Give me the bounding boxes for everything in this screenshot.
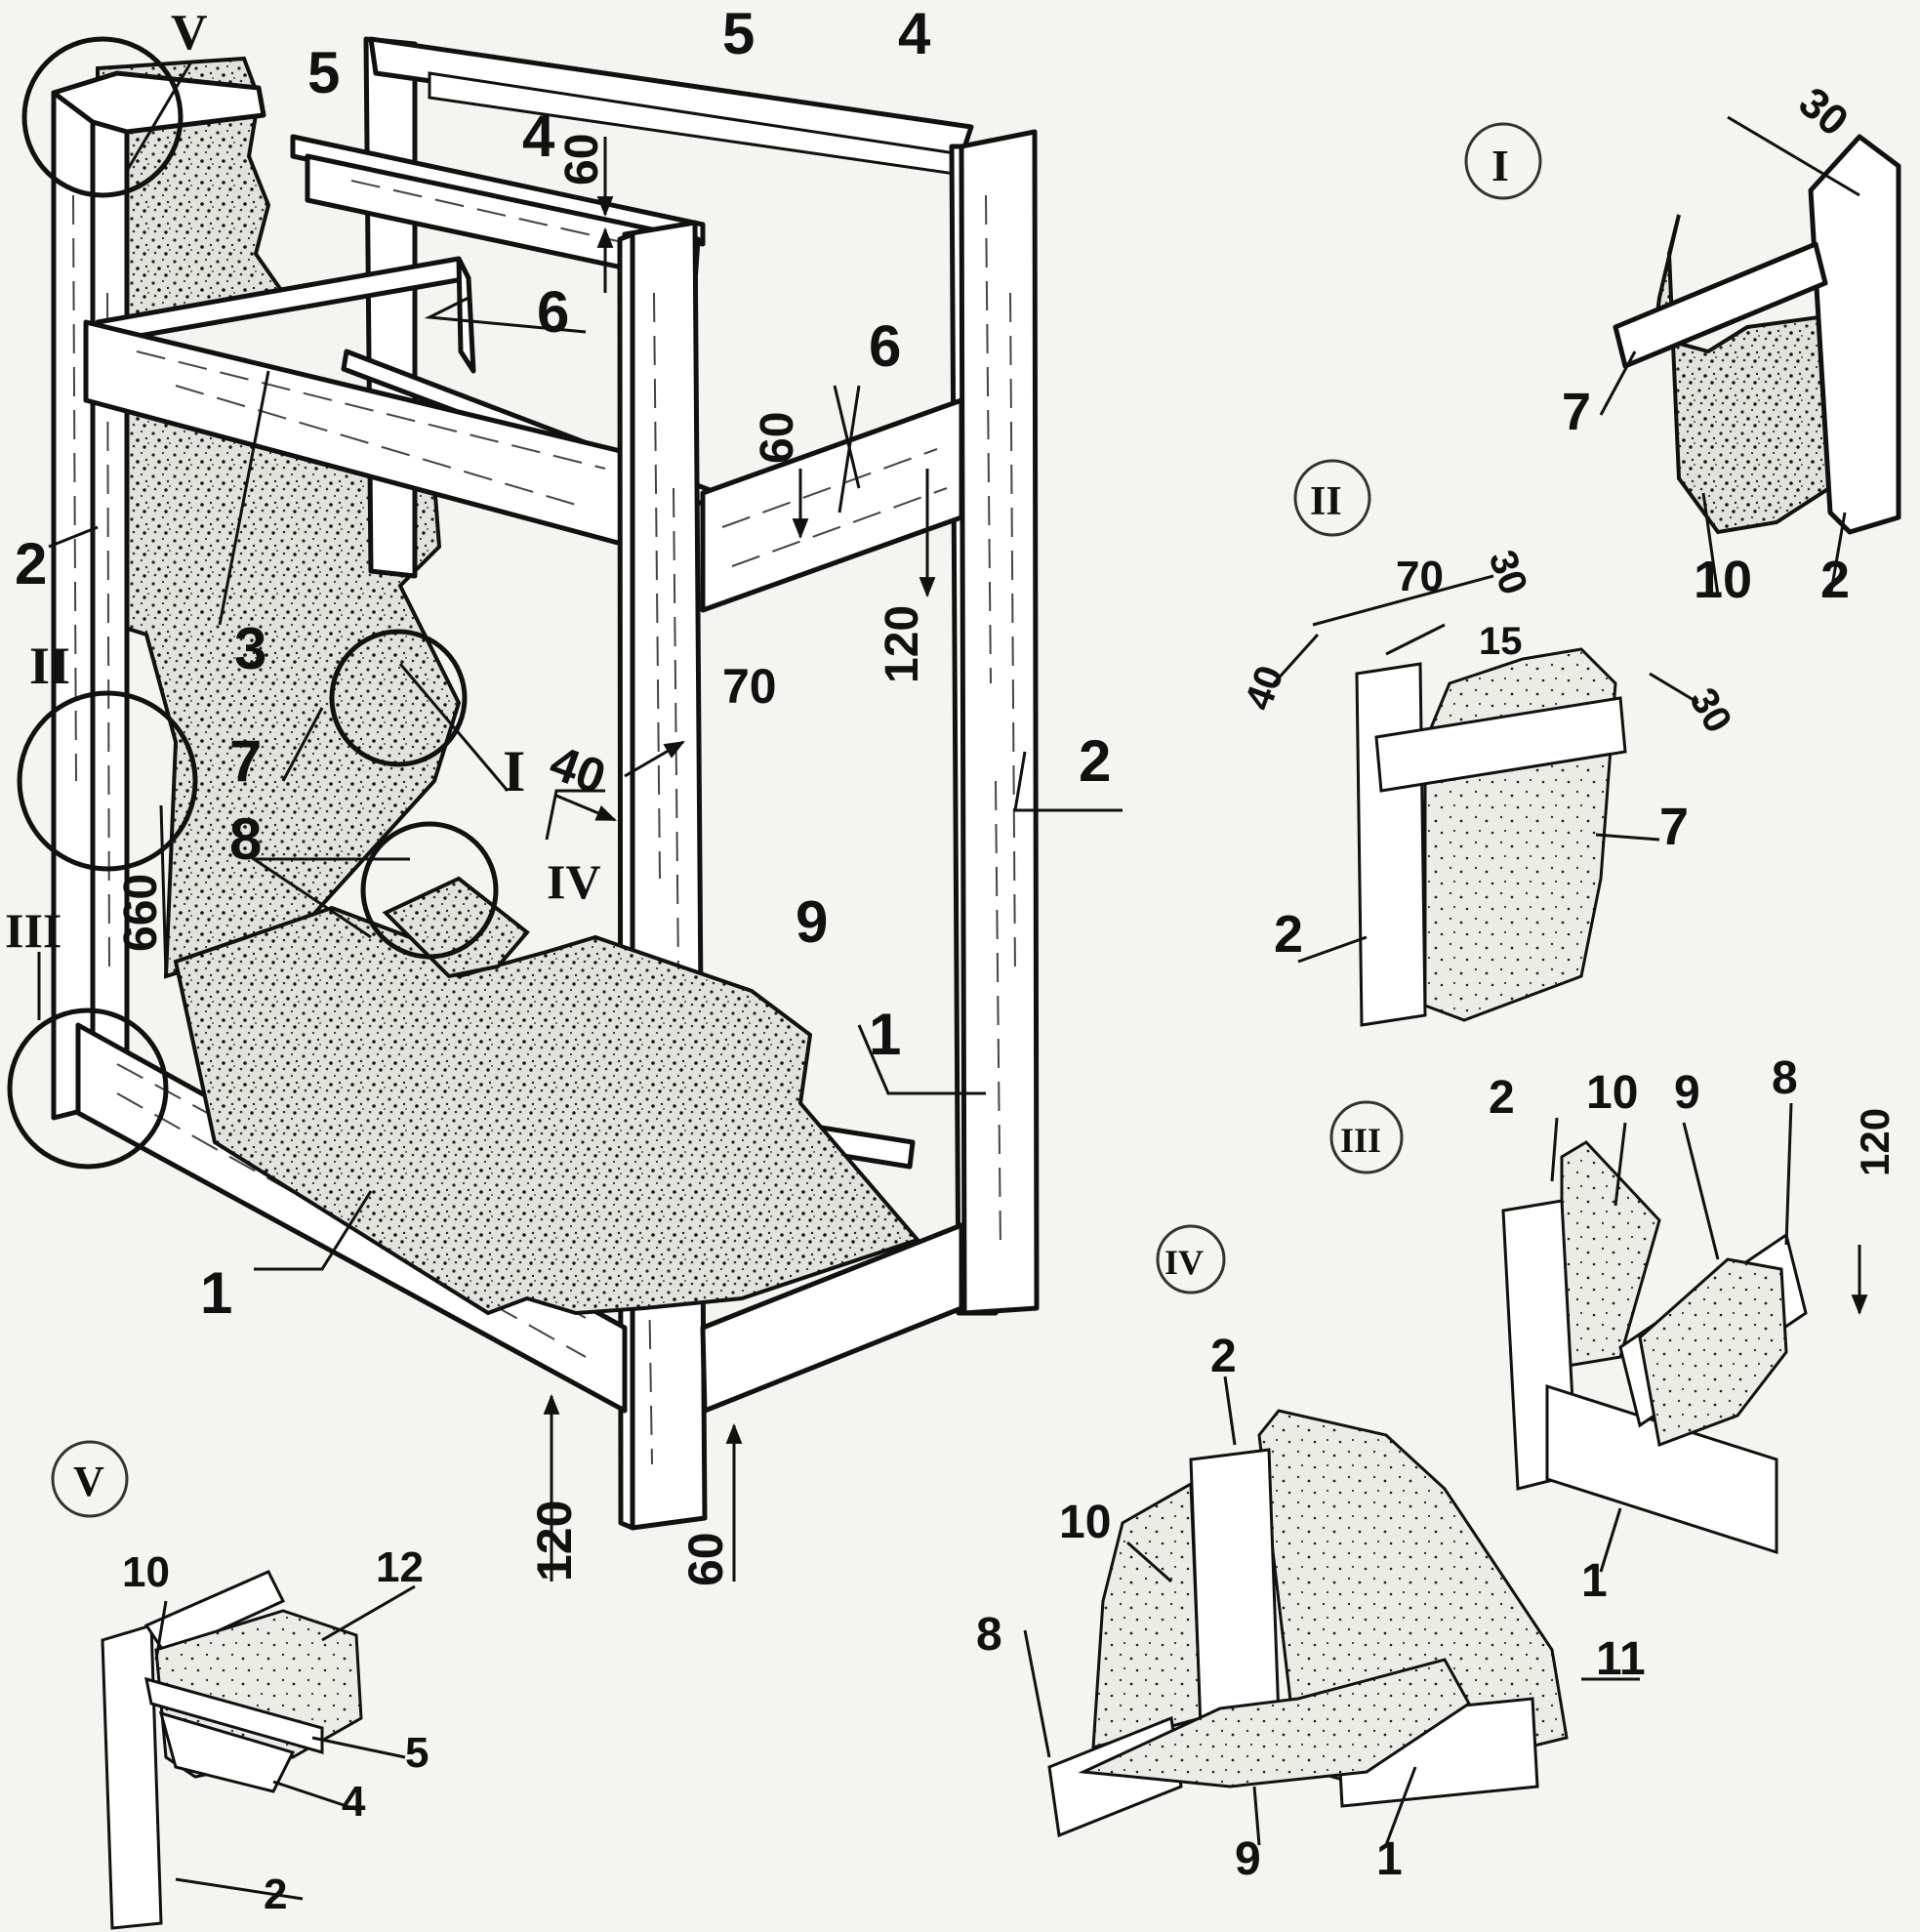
- dim-60-bottom: 60: [678, 1532, 733, 1586]
- detail-II-dim-70: 70: [1396, 553, 1444, 600]
- detail-III-label-8: 8: [1772, 1052, 1798, 1104]
- detail-V-rail-5: [144, 1676, 324, 1754]
- detail-V-label-2: 2: [264, 1870, 287, 1918]
- detail-II: II 70 30 40 15 30 7 2: [1237, 459, 1740, 1027]
- detail-II-dim-30b: 30: [1681, 681, 1739, 741]
- detail-badge-I-text: I: [1491, 141, 1509, 190]
- part-label-5: 5: [722, 1, 755, 66]
- middle-right-rail: [456, 256, 476, 374]
- part-label-3: 3: [234, 616, 266, 681]
- detail-badge-V: [51, 1440, 129, 1518]
- detail-I-bar-7: [1613, 241, 1828, 369]
- detail-II-dim-40: 40: [1237, 660, 1292, 716]
- left-post-2: [51, 80, 96, 1121]
- detail-II-label-2: 2: [1274, 905, 1303, 964]
- callout-circle-IV: [360, 821, 499, 960]
- detail-V-post-2: [101, 1624, 163, 1930]
- detail-V-label-12: 12: [376, 1543, 424, 1591]
- front-right-post: [622, 220, 708, 1531]
- detail-IV-label-11: 11: [1596, 1633, 1646, 1685]
- detail-III-label-10: 10: [1586, 1067, 1638, 1119]
- middle-right-rail-6: [700, 397, 964, 613]
- part-label-4: 4: [522, 103, 555, 169]
- detail-I-label-2: 2: [1820, 551, 1850, 609]
- callout-circle-V: [21, 36, 184, 198]
- callout-label-III: III: [5, 903, 61, 958]
- detail-III-label-9: 9: [1674, 1067, 1700, 1119]
- part-label-2: 2: [1079, 728, 1111, 794]
- callout-label-IV: IV: [547, 854, 601, 909]
- detail-IV-label-8: 8: [976, 1609, 1002, 1661]
- detail-IV: IV 2 10 8 11 9 1: [976, 1224, 1646, 1885]
- dim-60-top: 60: [556, 134, 608, 185]
- detail-III-dim-120: 120: [1852, 1108, 1898, 1176]
- part-label-2: 2: [15, 531, 47, 596]
- detail-III-rail-1: [1545, 1383, 1778, 1555]
- detail-IV-label-9: 9: [1235, 1833, 1261, 1885]
- detail-I-label-7: 7: [1562, 383, 1591, 441]
- dim-120-right: 120: [877, 605, 928, 683]
- detail-IV-label-2: 2: [1210, 1331, 1237, 1382]
- detail-III-label-1: 1: [1581, 1555, 1608, 1607]
- detail-badge-IV-text: IV: [1164, 1243, 1204, 1282]
- callout-circle-II: [17, 690, 198, 872]
- detail-II-label-7: 7: [1659, 798, 1689, 856]
- dim-70: 70: [722, 659, 777, 714]
- detail-V-label-10: 10: [122, 1548, 170, 1596]
- part-label-1: 1: [869, 1002, 901, 1067]
- detail-III-sheet-9: [1638, 1257, 1788, 1448]
- dim-120-bottom: 120: [527, 1500, 582, 1582]
- part-label-7: 7: [229, 728, 262, 794]
- detail-IV-label-1: 1: [1376, 1833, 1403, 1885]
- detail-V: V 10 12 5 4 2: [51, 1440, 429, 1930]
- corner-piece-8: [382, 876, 530, 979]
- part-label-8: 8: [229, 806, 262, 872]
- detail-V-rail-4: [158, 1710, 296, 1793]
- detail-I-label-10: 10: [1694, 551, 1752, 609]
- detail-IV-sheet-9: [1078, 1658, 1471, 1788]
- detail-badge-III-text: III: [1340, 1121, 1381, 1160]
- top-left-cap: [51, 70, 266, 135]
- part-label-6: 6: [537, 279, 569, 345]
- detail-V-label-4: 4: [342, 1778, 366, 1826]
- detail-II-post-2: [1355, 662, 1427, 1027]
- detail-badge-III: [1329, 1100, 1404, 1174]
- detail-badge-IV: [1156, 1224, 1226, 1295]
- bottom-right-rail-1: [700, 1222, 964, 1414]
- detail-II-bar-7: [1374, 696, 1627, 793]
- main-frame-view: 1 1 2 2 3 4 4 5 5 6 6 7 8 9 I II III IV …: [5, 1, 1123, 1586]
- detail-IV-label-10: 10: [1059, 1497, 1111, 1548]
- detail-badge-II: [1293, 459, 1371, 537]
- callout-label-V: V: [171, 5, 208, 61]
- dim-660: 660: [115, 874, 167, 952]
- bottom-sheet-9: [173, 905, 921, 1316]
- part-label-6: 6: [869, 313, 901, 379]
- callout-circle-I: [329, 629, 468, 767]
- right-post-2: [959, 129, 1040, 1316]
- detail-III-label-2: 2: [1489, 1072, 1515, 1124]
- dim-40: 40: [543, 735, 612, 805]
- part-label-1: 1: [200, 1260, 232, 1326]
- callout-label-I: I: [503, 739, 525, 803]
- detail-IV-post-2: [1189, 1448, 1281, 1730]
- detail-III: III 120 2 10 9 8 1: [1329, 1052, 1898, 1607]
- part-label-4: 4: [898, 1, 931, 66]
- detail-badge-II-text: II: [1310, 479, 1342, 524]
- detail-I: I 30 7 10 2: [1464, 78, 1901, 609]
- detail-badge-V-text: V: [73, 1458, 104, 1505]
- detail-II-dim-30a: 30: [1481, 545, 1536, 600]
- part-label-9: 9: [796, 889, 828, 955]
- detail-II-dim-15: 15: [1479, 620, 1523, 663]
- dim-60-middle: 60: [752, 412, 803, 464]
- detail-V-label-5: 5: [405, 1729, 429, 1777]
- callout-label-II: II: [29, 637, 70, 695]
- detail-badge-I: [1464, 122, 1542, 200]
- back-left-post: [363, 36, 418, 579]
- part-label-5: 5: [307, 40, 340, 105]
- callout-circle-III: [7, 1007, 169, 1170]
- detail-I-post-2: [1808, 134, 1901, 535]
- detail-I-dim-30: 30: [1790, 78, 1858, 145]
